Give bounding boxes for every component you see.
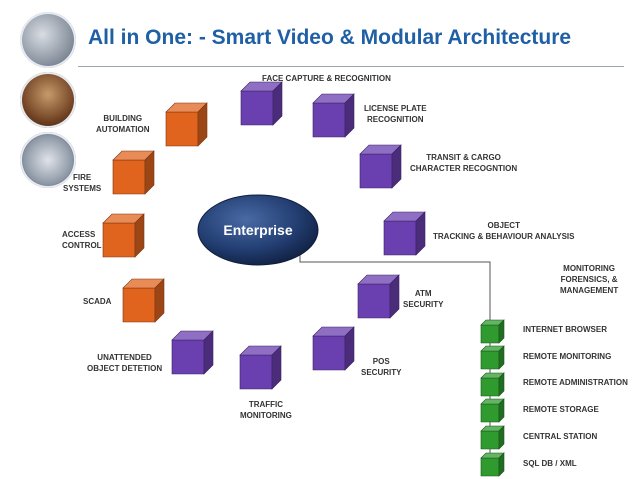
label-fire-systems: FIRE SYSTEMS <box>63 173 102 193</box>
output-remote-monitoring: REMOTE MONITORING <box>523 352 612 361</box>
cube-access-control <box>102 213 145 258</box>
label-unattended-object: UNATTENDED OBJECT DETETION <box>87 353 163 373</box>
cube-atm-security <box>357 274 400 319</box>
enterprise-hub-label: Enterprise <box>223 222 292 238</box>
title-underline <box>78 66 624 67</box>
cube-transit-cargo <box>359 144 402 189</box>
label-face-capture: FACE CAPTURE & RECOGNITION <box>262 74 391 83</box>
output-remote-administration: REMOTE ADMINISTRATION <box>523 378 628 387</box>
output-block-3 <box>480 372 505 397</box>
output-central-station: CENTRAL STATION <box>523 432 598 441</box>
output-sql-db: SQL DB / XML <box>523 459 577 468</box>
enterprise-hub <box>197 194 319 266</box>
photo-business-thumbnail <box>20 72 76 128</box>
output-block-4 <box>480 398 505 423</box>
output-block-2 <box>480 345 505 370</box>
label-pos-security: POS SECURITY <box>361 357 402 377</box>
label-atm-security: ATM SECURITY <box>403 289 444 309</box>
cube-object-tracking <box>383 211 426 256</box>
cube-building-automation <box>165 102 208 147</box>
cube-fire-systems <box>112 150 155 195</box>
label-traffic-monitoring: TRAFFIC MONITORING <box>240 400 292 420</box>
label-license-plate: LICENSE PLATE RECOGNITION <box>364 104 427 124</box>
label-transit-cargo: TRANSIT & CARGO CHARACTER RECOGNTION <box>410 153 518 173</box>
output-block-6 <box>480 452 505 477</box>
label-access-control: ACCESS CONTROL <box>62 230 102 250</box>
photo-people-thumbnail <box>20 12 76 68</box>
label-object-tracking: OBJECT TRACKING & BEHAVIOUR ANALYSIS <box>433 221 575 241</box>
cube-pos-security <box>312 326 355 371</box>
photo-silhouette-thumbnail <box>20 132 76 188</box>
cube-face-capture <box>240 81 283 126</box>
output-internet-browser: INTERNET BROWSER <box>523 325 607 334</box>
label-monitoring-forensics: MONITORING FORENSICS, & MANAGEMENT <box>560 264 619 295</box>
output-remote-storage: REMOTE STORAGE <box>523 405 599 414</box>
output-block-5 <box>480 425 505 450</box>
cube-unattended-object <box>171 330 214 375</box>
cube-scada <box>122 278 165 323</box>
cube-traffic-monitoring <box>239 345 282 390</box>
slide-title: All in One: - Smart Video & Modular Arch… <box>88 26 572 49</box>
label-scada: SCADA <box>83 297 112 306</box>
cube-license-plate <box>312 93 355 138</box>
label-building-automation: BUILDING AUTOMATION <box>96 114 150 134</box>
output-block-1 <box>480 319 505 344</box>
